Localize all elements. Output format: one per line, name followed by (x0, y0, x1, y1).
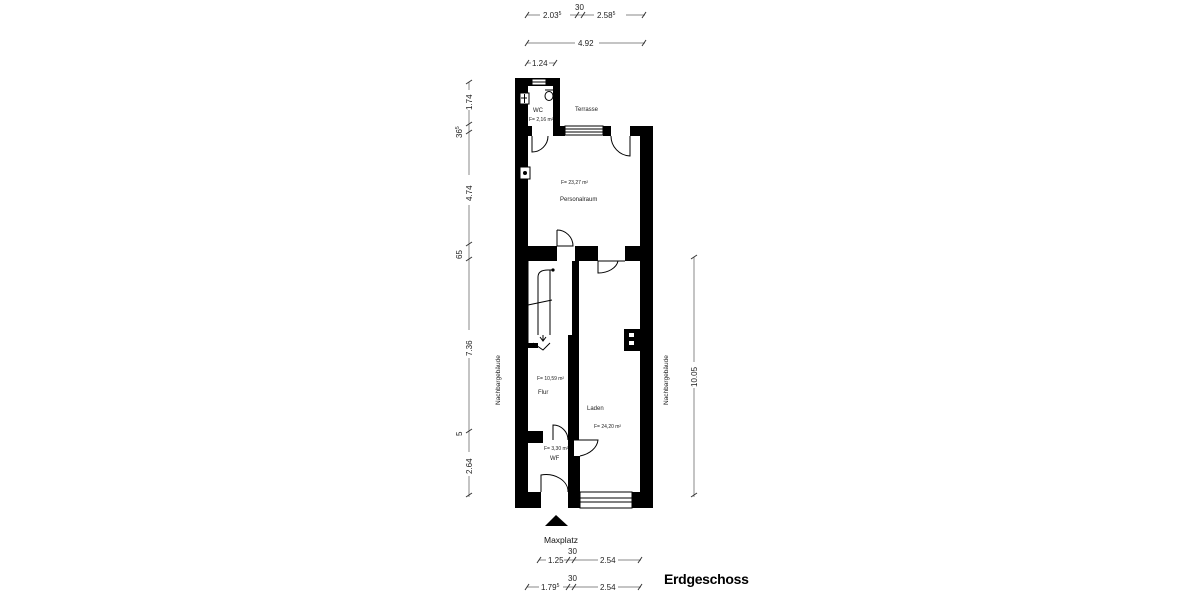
dim-left-wf: 2.64 (465, 458, 474, 474)
staircase (527, 261, 555, 351)
room-personalraum-name: Personalraum (560, 197, 597, 203)
dim-top-mid: 30 (575, 3, 584, 12)
dim-left-wall3: 5 (455, 431, 464, 436)
room-laden-name: Laden (587, 406, 604, 412)
right-dimension: 10.05 (689, 254, 699, 498)
dim-bottom2-mid: 30 (568, 574, 577, 583)
door-flur (552, 424, 569, 441)
neighbor-building-right-label: Nachbargebäude (663, 355, 670, 405)
dim-bottom1-mid: 30 (568, 547, 577, 556)
room-personalraum-area: F= 23,27 m² (561, 180, 588, 186)
toilet-icon (544, 91, 554, 101)
dim-bottom2-left: 1.795 (541, 583, 560, 592)
door-personalraum (556, 229, 574, 247)
door-wc (531, 135, 549, 153)
door-laden-top (597, 260, 619, 274)
top-dimensions: 2.035 30 2.585 4.92 1.24 (524, 3, 647, 68)
dim-left-flur: 7.36 (465, 340, 474, 356)
bottom-dimensions: 1.25 30 2.54 1.795 30 2.54 (524, 547, 643, 592)
dim-total-width: 4.92 (578, 39, 594, 48)
dim-left-wall1: 365 (455, 126, 464, 138)
room-laden-area: F= 24,20 m² (594, 424, 621, 430)
dim-left-wall2: 65 (455, 250, 464, 259)
doors (531, 135, 631, 493)
door-entrance (540, 474, 569, 493)
dim-left-personalraum: 4.74 (465, 185, 474, 201)
window-laden (579, 491, 633, 509)
room-flur-area: F= 10,59 m² (537, 376, 564, 382)
neighbor-building-left-label: Nachbargebäude (495, 355, 502, 405)
door-wf-laden (574, 439, 599, 457)
room-wf-area: F= 3,30 m² (544, 446, 569, 452)
dim-right-total: 10.05 (690, 366, 699, 387)
dim-top-left: 2.035 (543, 11, 562, 20)
room-wc-name: WC (533, 108, 544, 114)
wc-fixtures (519, 89, 554, 105)
window-personalraum (564, 125, 604, 136)
door-terrasse (610, 135, 631, 157)
plan-title: Erdgeschoss (664, 571, 749, 587)
dim-bottom1-left: 1.25 (548, 556, 564, 565)
room-terrasse-name: Terrasse (575, 107, 599, 113)
dim-bottom1-right: 2.54 (600, 556, 616, 565)
room-labels: WC F= 2,16 m² Terrasse F= 23,27 m² Perso… (529, 107, 621, 462)
dim-wc-width: 1.24 (532, 59, 548, 68)
room-flur-name: Flur (538, 390, 548, 396)
entrance-street-label: Maxplatz (544, 535, 578, 545)
room-wf-name: WF (550, 456, 560, 462)
dim-bottom2-right: 2.54 (600, 583, 616, 592)
dim-top-right: 2.585 (597, 11, 616, 20)
entrance-arrow-icon (545, 515, 568, 526)
windows (531, 78, 634, 509)
left-dimensions: 1.74 365 4.74 65 7.36 5 2.64 (455, 79, 474, 498)
room-wc-area: F= 2,16 m² (529, 117, 554, 123)
dim-left-wc: 1.74 (465, 94, 474, 110)
walls (515, 78, 653, 508)
